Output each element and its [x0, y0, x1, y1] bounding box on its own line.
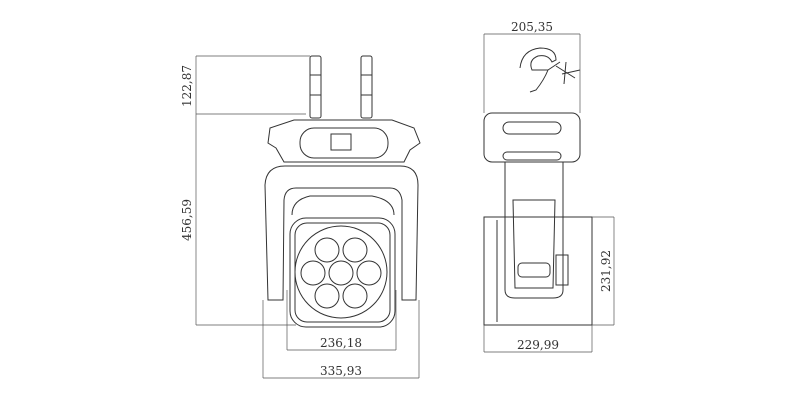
dim-total-height: 456,59	[180, 199, 194, 241]
logo-badge	[517, 262, 551, 278]
dim-head-height: 231,92	[599, 250, 613, 292]
base-housing	[267, 119, 421, 163]
dim-head-depth: 229,99	[517, 338, 559, 352]
dimension-lines-side	[483, 33, 615, 353]
led-lens	[342, 237, 368, 263]
side-view	[483, 33, 615, 353]
side-vent	[502, 151, 562, 161]
antenna-right	[360, 55, 373, 119]
front-view	[195, 55, 421, 379]
led-lens	[314, 283, 340, 309]
side-display	[502, 121, 562, 135]
display-screen	[330, 133, 352, 151]
side-base	[483, 112, 581, 163]
dim-head-width: 236,18	[320, 336, 362, 350]
side-arm	[504, 161, 564, 299]
dim-base-width: 205,35	[511, 20, 553, 34]
lens-frame	[294, 222, 391, 323]
side-head	[483, 216, 593, 326]
lens-ring	[294, 225, 388, 319]
dimension-lines-front	[195, 55, 420, 379]
led-lens	[328, 260, 354, 286]
head-body	[289, 217, 396, 328]
arm-cover	[512, 199, 556, 289]
dim-antenna-height: 122,87	[180, 65, 194, 107]
dim-total-width: 335,93	[320, 364, 362, 378]
control-panel	[299, 127, 389, 159]
led-lenses	[300, 237, 382, 309]
mounting-clamp	[519, 47, 581, 93]
led-lens	[342, 283, 368, 309]
led-lens	[300, 260, 326, 286]
led-lens	[314, 237, 340, 263]
head-top-cover	[291, 195, 395, 216]
yoke	[264, 165, 419, 301]
led-lens	[356, 260, 382, 286]
antenna-left	[309, 55, 322, 119]
